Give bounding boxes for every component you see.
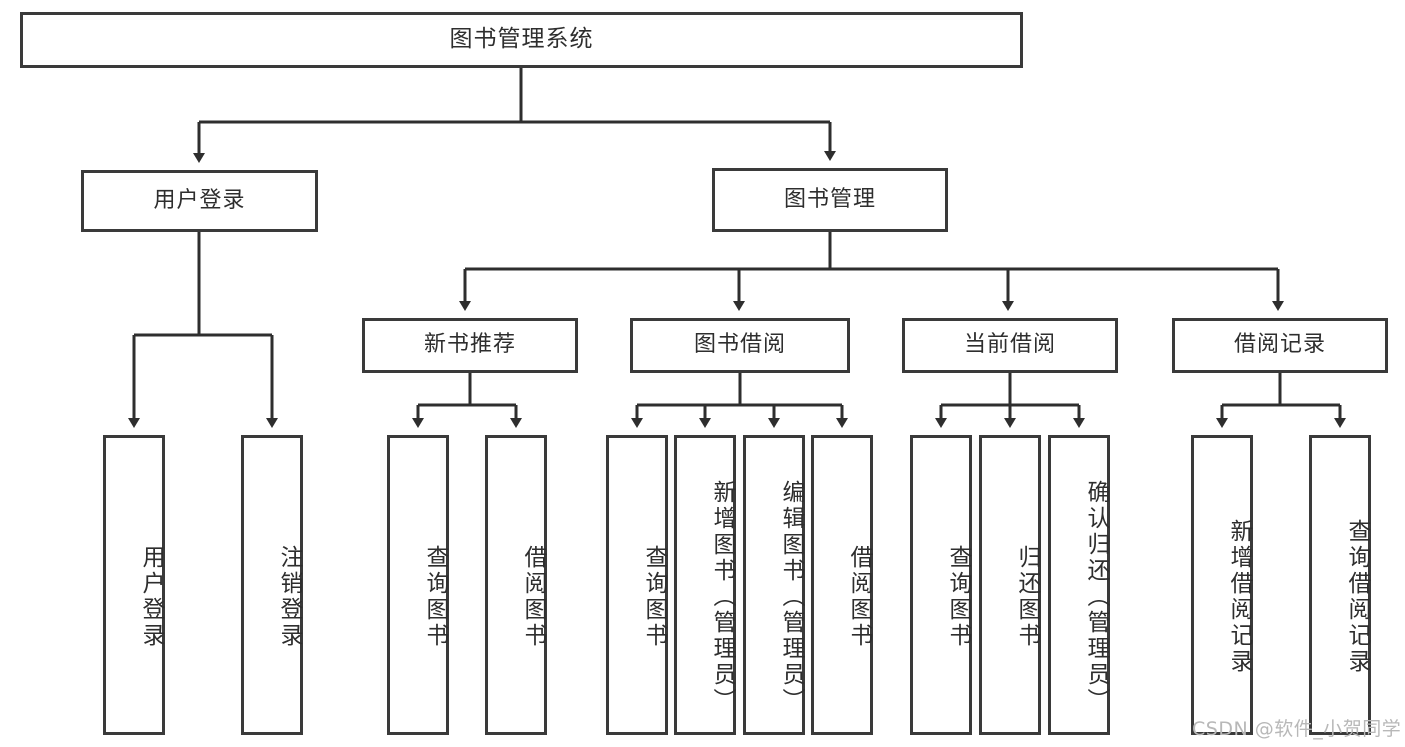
node-label: 注销登录 (276, 545, 302, 649)
node-label: 图书管理系统 (449, 26, 594, 53)
node-book-management[interactable]: 图书管理 (712, 168, 948, 232)
node-leaf-query-borrow-record[interactable]: 查询借阅记录 (1309, 435, 1371, 735)
node-leaf-query-book-1[interactable]: 查询图书 (387, 435, 449, 735)
node-label: 图书借阅 (693, 332, 786, 358)
node-leaf-borrow-book-2[interactable]: 借阅图书 (811, 435, 873, 735)
node-current-borrow[interactable]: 当前借阅 (902, 318, 1118, 373)
node-label: 借阅图书 (520, 545, 546, 649)
node-leaf-edit-book-admin[interactable]: 编辑图书（管理员） (743, 435, 805, 735)
node-book-management-system[interactable]: 图书管理系统 (20, 12, 1023, 68)
node-user-login[interactable]: 用户登录 (81, 170, 318, 232)
node-label: 新书推荐 (423, 332, 516, 358)
node-label: 借阅记录 (1233, 332, 1326, 358)
node-leaf-add-borrow-record[interactable]: 新增借阅记录 (1191, 435, 1253, 735)
node-label: 归还图书 (1014, 545, 1040, 649)
node-label: 用户登录 (138, 545, 164, 649)
node-leaf-logout-login[interactable]: 注销登录 (241, 435, 303, 735)
node-leaf-query-book-2[interactable]: 查询图书 (606, 435, 668, 735)
node-label: 图书管理 (783, 186, 876, 212)
node-label: 查询图书 (641, 545, 667, 649)
node-leaf-add-book-admin[interactable]: 新增图书（管理员） (674, 435, 736, 735)
csdn-watermark: CSDN @软件_小贺同学 (1192, 718, 1402, 740)
node-label: 查询借阅记录 (1344, 519, 1370, 675)
node-label: 查询图书 (422, 545, 448, 649)
node-leaf-borrow-book-1[interactable]: 借阅图书 (485, 435, 547, 735)
node-label: 用户登录 (153, 187, 246, 213)
node-borrow-record[interactable]: 借阅记录 (1172, 318, 1388, 373)
node-leaf-query-book-3[interactable]: 查询图书 (910, 435, 972, 735)
node-label: 编辑图书（管理员） (778, 480, 804, 714)
node-label: 查询图书 (945, 545, 971, 649)
node-label: 新增图书（管理员） (709, 480, 735, 714)
node-label: 确认归还（管理员） (1083, 480, 1109, 714)
node-label: 借阅图书 (846, 545, 872, 649)
node-label: 新增借阅记录 (1226, 519, 1252, 675)
node-leaf-confirm-return-admin[interactable]: 确认归还（管理员） (1048, 435, 1110, 735)
node-label: 当前借阅 (963, 332, 1056, 358)
node-leaf-user-login[interactable]: 用户登录 (103, 435, 165, 735)
node-new-book-recommend[interactable]: 新书推荐 (362, 318, 578, 373)
node-book-borrow[interactable]: 图书借阅 (630, 318, 850, 373)
node-leaf-return-book[interactable]: 归还图书 (979, 435, 1041, 735)
